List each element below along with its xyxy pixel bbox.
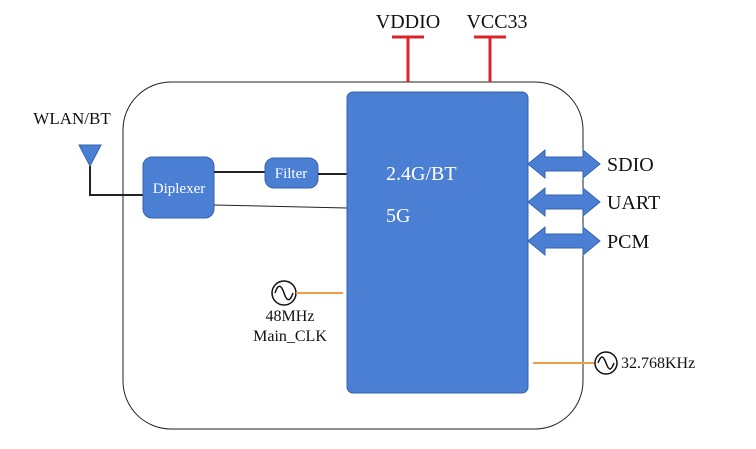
oscillator-icon (594, 351, 618, 375)
main-clock-frequency: 48MHz (266, 308, 315, 325)
antenna-icon (78, 144, 145, 196)
interface-sdio-label: SDIO (607, 154, 654, 176)
uart-arrow (527, 186, 601, 218)
diplexer-chip-5g-link (213, 204, 348, 209)
main-chip-block (346, 91, 529, 394)
sdio-arrow (527, 148, 601, 180)
interface-uart-label: UART (607, 192, 660, 214)
diplexer-label: Diplexer (153, 181, 205, 197)
vcc33-label: VCC33 (466, 11, 527, 33)
power-rail-vddio (392, 35, 424, 82)
power-rail-vcc33 (474, 35, 506, 82)
vddio-label: VDDIO (376, 11, 440, 33)
rtc-clock-frequency: 32.768KHz (621, 355, 695, 372)
oscillator-icon (271, 280, 297, 306)
interface-pcm-label: PCM (607, 231, 649, 253)
pcm-arrow (527, 225, 601, 257)
antenna-label: WLAN/BT (33, 109, 111, 128)
filter-label: Filter (275, 166, 308, 182)
main-clock-name: Main_CLK (253, 328, 327, 345)
chip-label-24g-bt: 2.4G/BT (386, 163, 457, 185)
diplexer-block (142, 156, 215, 219)
chip-label-5g: 5G (386, 205, 410, 227)
